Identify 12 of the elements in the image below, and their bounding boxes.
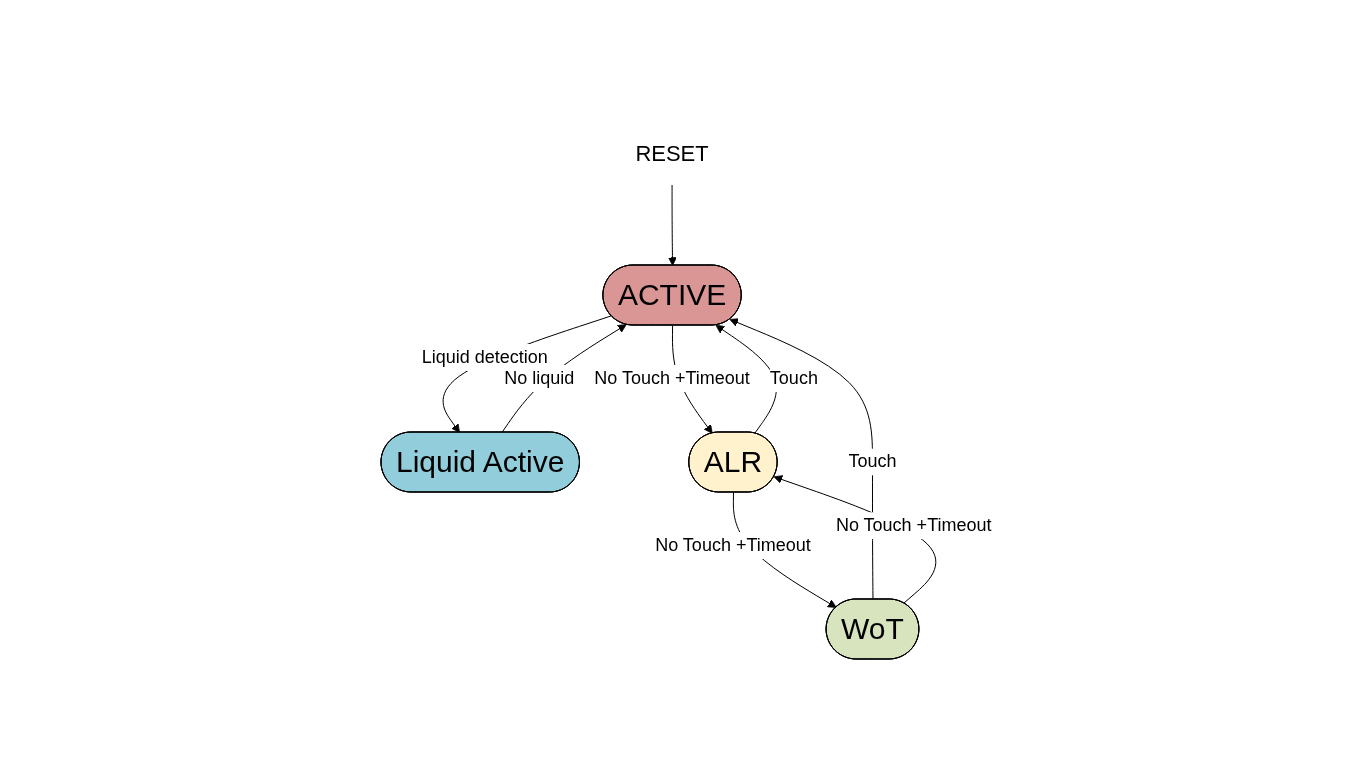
node-text: RESET xyxy=(635,141,709,166)
arrow xyxy=(442,315,612,433)
edge-label: Liquid detection xyxy=(421,347,548,368)
edge-label: Touch xyxy=(848,451,897,472)
edge-label: No Touch +Timeout xyxy=(835,515,992,536)
edge-label: No Touch +Timeout xyxy=(654,534,811,555)
edge-label: No liquid xyxy=(503,367,575,388)
arrow xyxy=(501,324,627,433)
arrow xyxy=(729,318,874,600)
arrow xyxy=(667,184,677,266)
edge-label: Touch xyxy=(769,367,818,388)
edge-label: No Touch +Timeout xyxy=(594,367,750,388)
